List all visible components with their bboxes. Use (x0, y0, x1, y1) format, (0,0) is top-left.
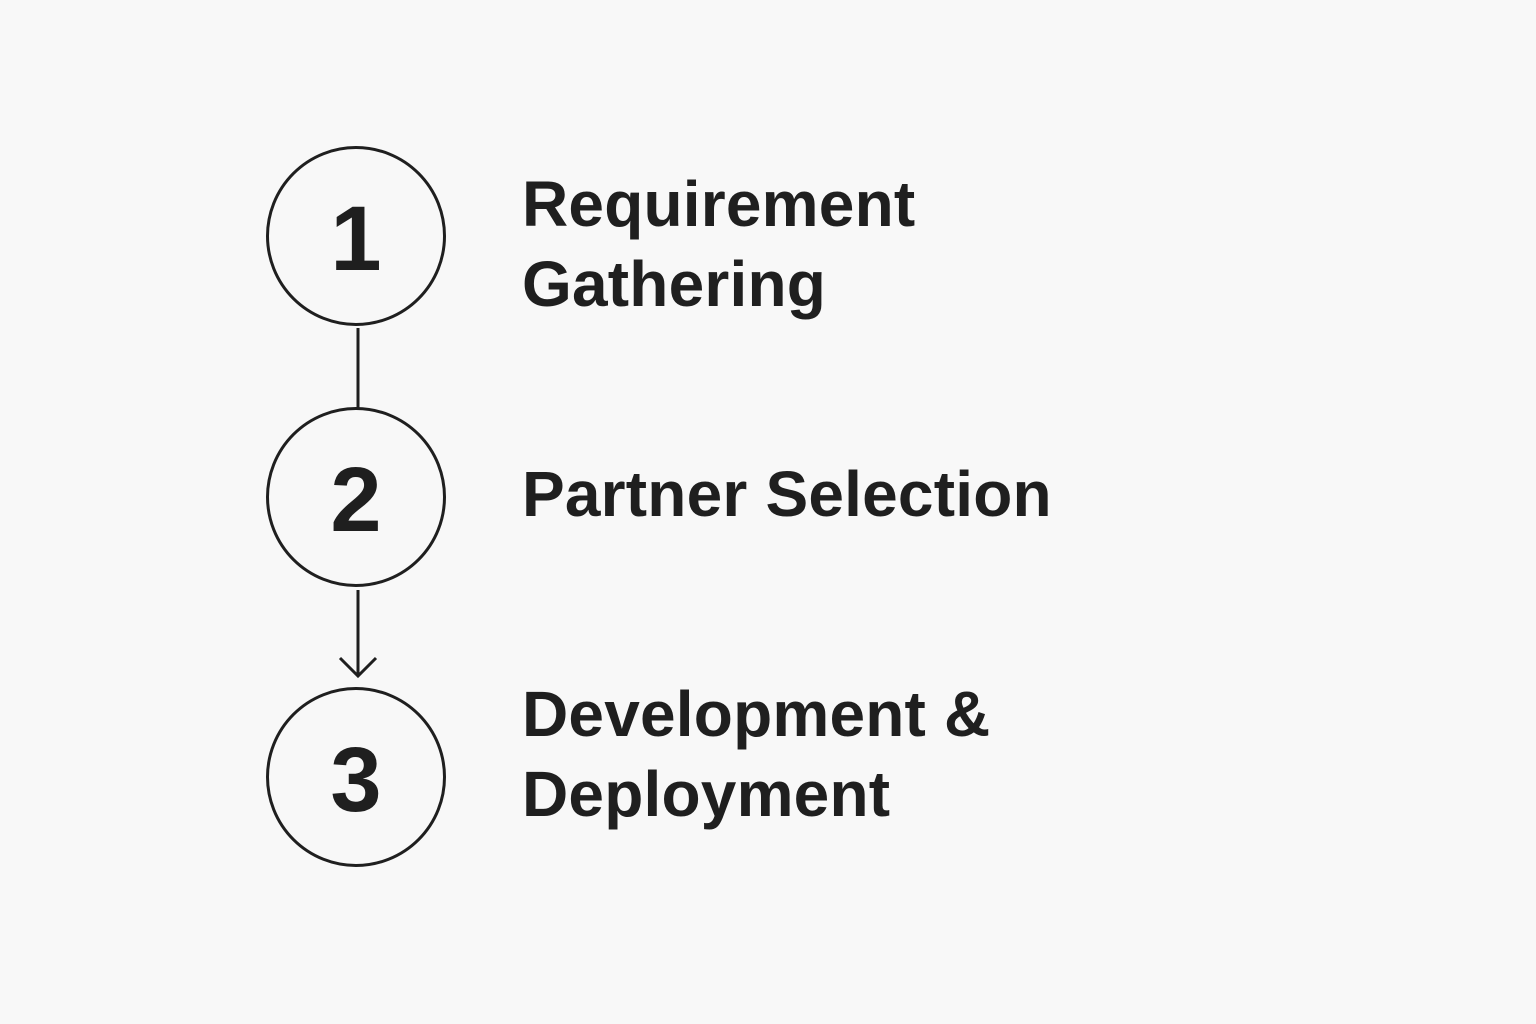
arrowhead-icon (338, 656, 378, 679)
step-3-label: Development & Deployment (522, 674, 990, 834)
step-3-circle: 3 (266, 687, 446, 867)
step-1-label: Requirement Gathering (522, 164, 915, 324)
step-1-number: 1 (330, 188, 382, 290)
step-1-label-line-2: Gathering (522, 248, 827, 320)
step-2-label: Partner Selection (522, 454, 1052, 534)
step-3-label-line-1: Development & (522, 678, 991, 750)
step-2-label-line-1: Partner Selection (522, 458, 1052, 530)
step-2-circle: 2 (266, 407, 446, 587)
step-2-number: 2 (330, 449, 382, 551)
step-3-number: 3 (330, 729, 382, 831)
step-3-label-line-2: Deployment (522, 758, 891, 830)
step-1-circle: 1 (266, 146, 446, 326)
step-1-label-line-1: Requirement (522, 168, 916, 240)
